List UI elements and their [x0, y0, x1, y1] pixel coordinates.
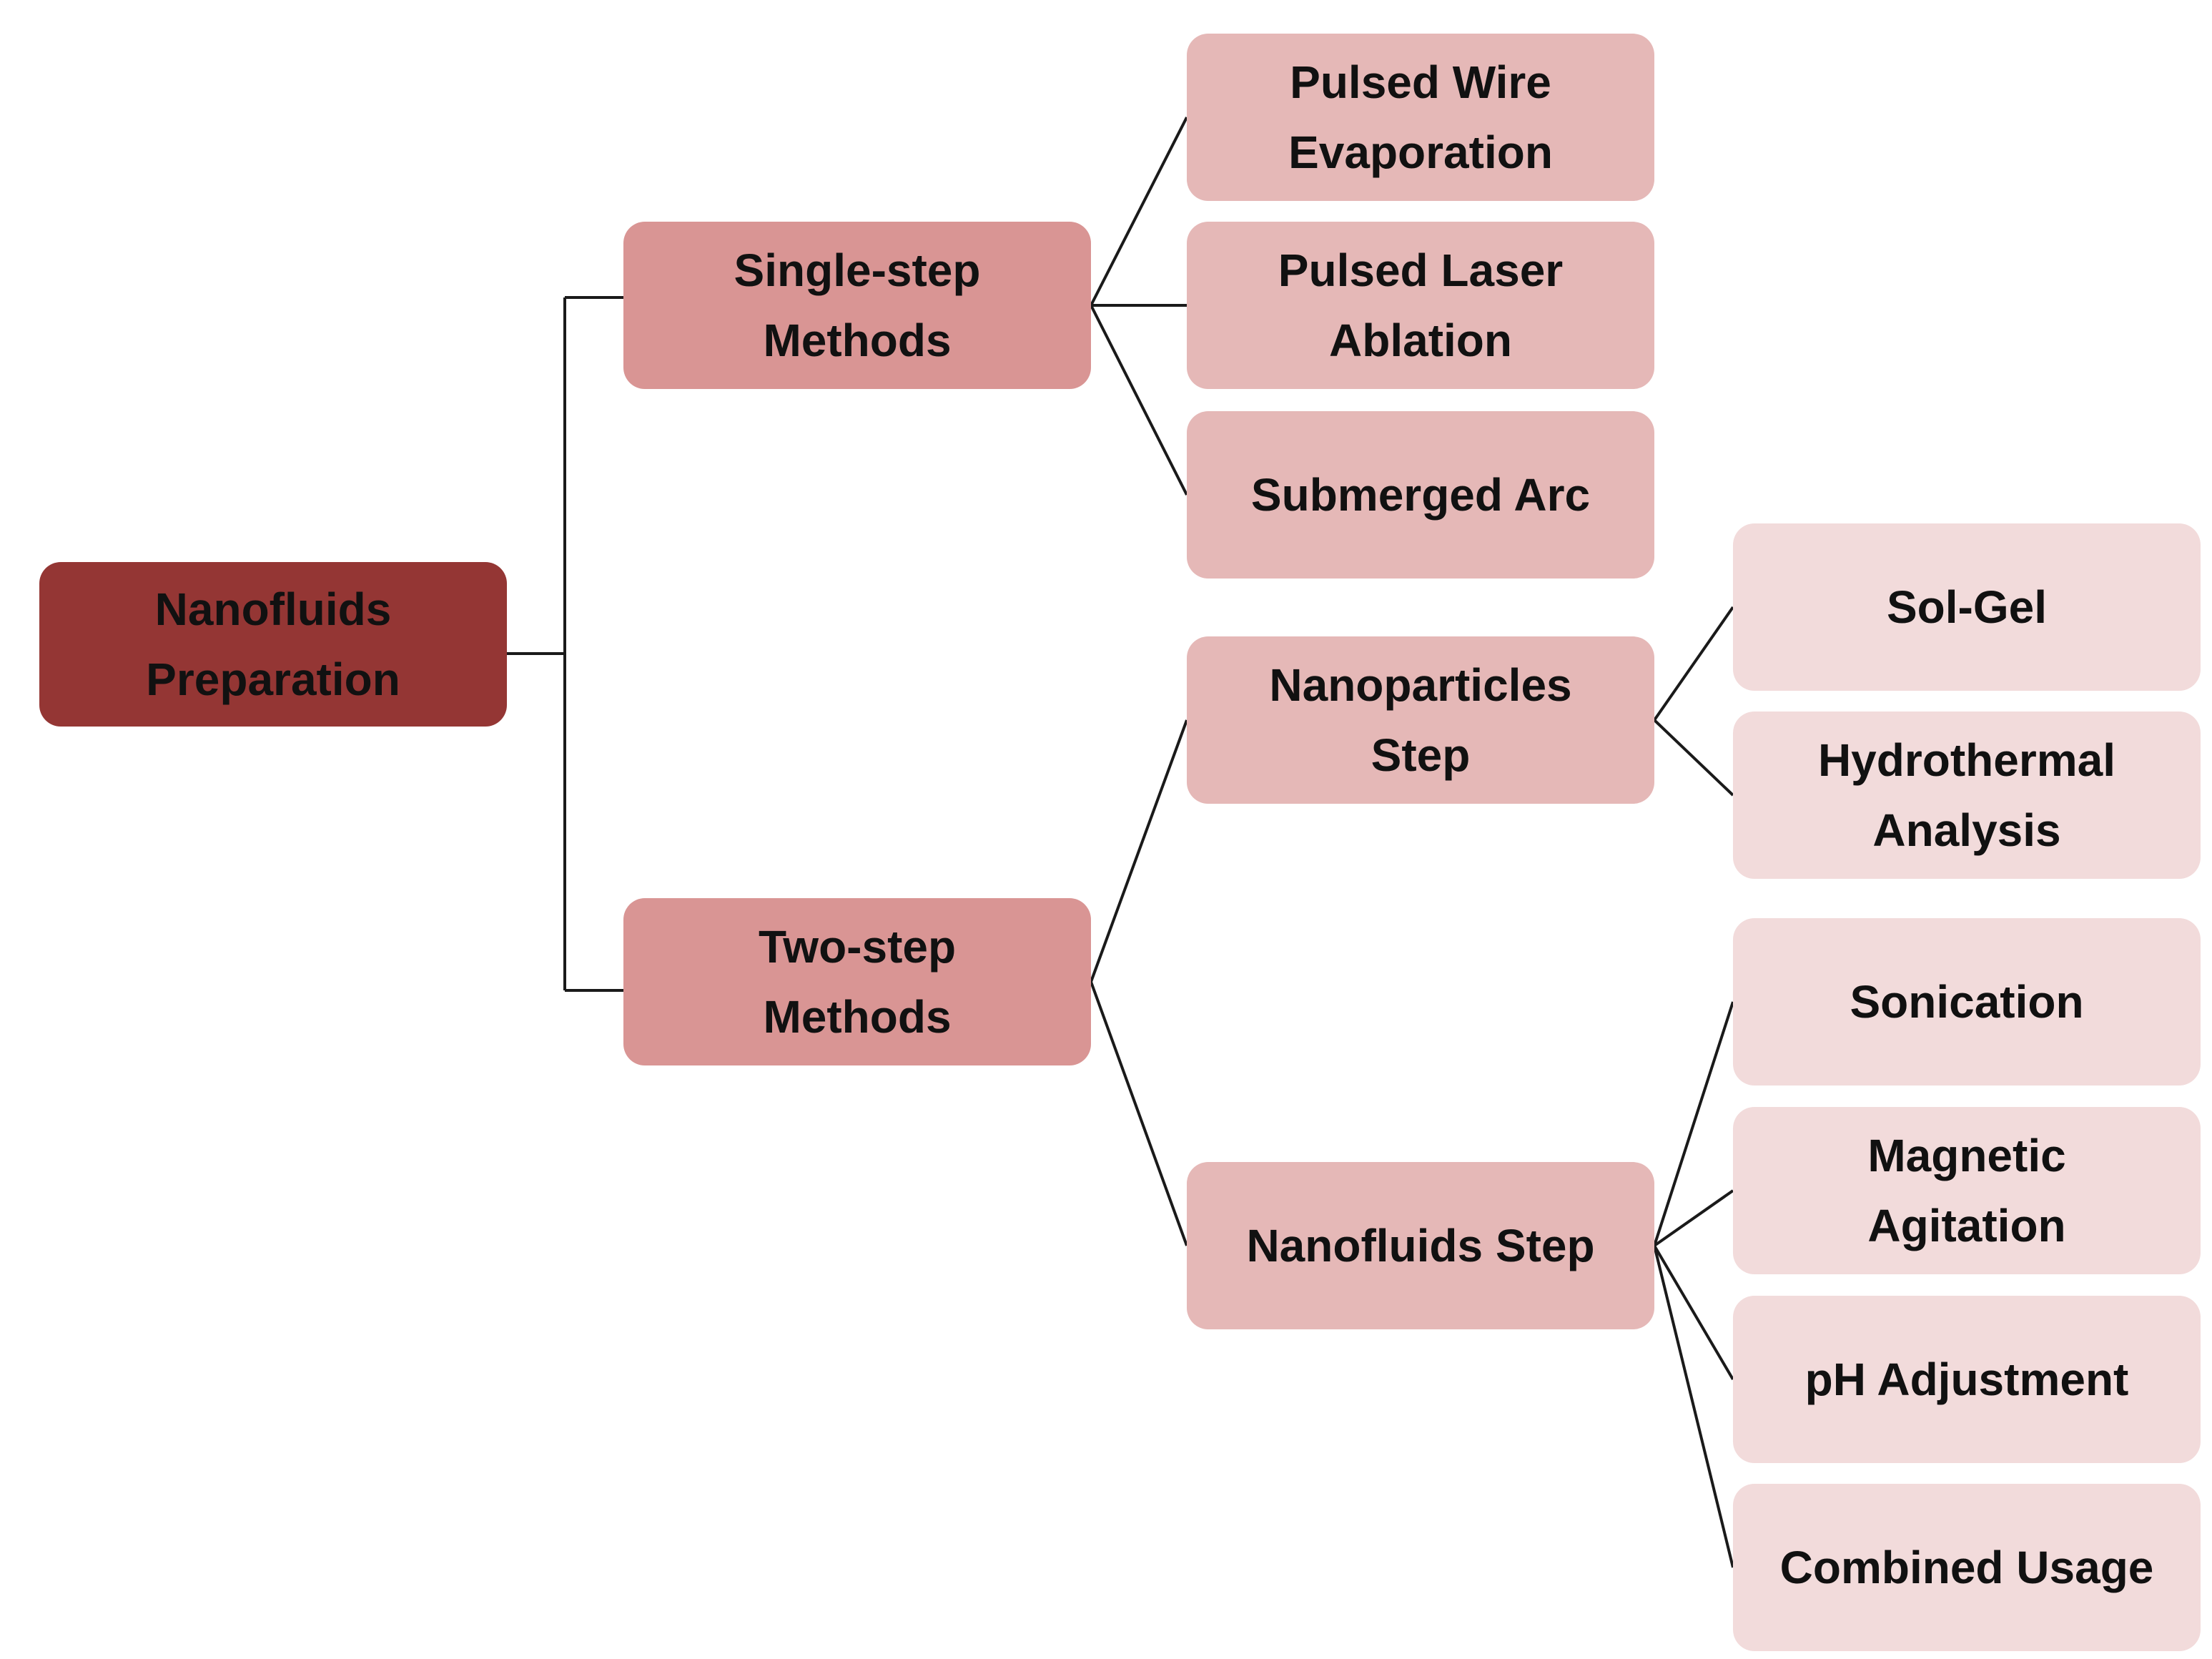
- node-magnetic-agitation: Magnetic Agitation: [1733, 1107, 2201, 1274]
- node-combined-usage: Combined Usage: [1733, 1484, 2201, 1651]
- connector-to-combined-usage: [1653, 1245, 1734, 1568]
- node-single-step-methods: Single-step Methods: [623, 222, 1091, 389]
- connector-to-pulsed-wire: [1090, 117, 1188, 306]
- node-ph-adjustment: pH Adjustment: [1733, 1296, 2201, 1463]
- node-sol-gel: Sol-Gel: [1733, 523, 2201, 691]
- node-nanoparticles-step: Nanoparticles Step: [1187, 636, 1654, 804]
- connector-to-nanoparticles-step: [1090, 719, 1188, 983]
- connector-to-nanofluids-step: [1090, 981, 1188, 1246]
- node-nanofluids-step: Nanofluids Step: [1187, 1162, 1654, 1329]
- connector-to-ph-adjustment: [1653, 1244, 1734, 1381]
- connector-to-hydrothermal: [1653, 719, 1734, 797]
- node-hydrothermal-analysis: Hydrothermal Analysis: [1733, 712, 2201, 879]
- node-two-step-methods: Two-step Methods: [623, 898, 1091, 1065]
- node-pulsed-wire-evaporation: Pulsed Wire Evaporation: [1187, 34, 1654, 201]
- node-pulsed-laser-ablation: Pulsed Laser Ablation: [1187, 222, 1654, 389]
- connector-to-magnetic-agitation: [1653, 1189, 1734, 1247]
- node-nanofluids-preparation: Nanofluids Preparation: [39, 562, 507, 727]
- node-submerged-arc: Submerged Arc: [1187, 411, 1654, 579]
- connector-to-sol-gel: [1653, 606, 1734, 722]
- node-sonication: Sonication: [1733, 918, 2201, 1086]
- connector-to-submerged-arc: [1090, 305, 1188, 496]
- connector-to-sonication: [1653, 1001, 1734, 1246]
